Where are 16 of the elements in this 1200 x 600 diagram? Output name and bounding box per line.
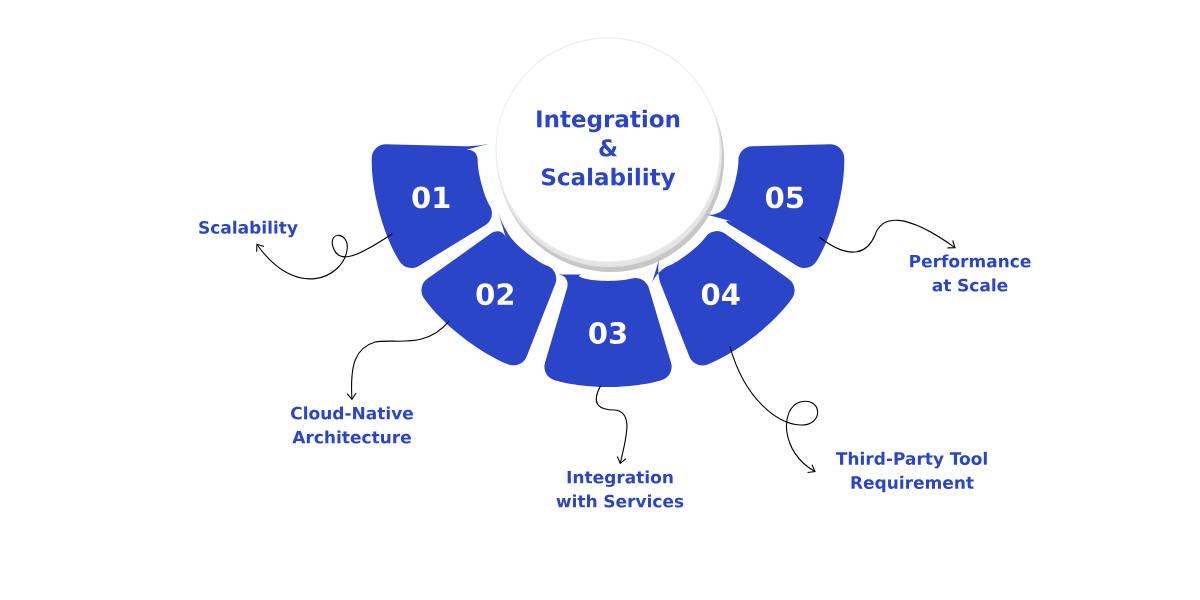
step-label: Scalability [199,220,298,238]
numbered-segment: 01 [371,142,492,269]
node-label: 02 [476,283,513,306]
numbered-segment: 02 [421,212,557,366]
step-label: Cloud-Native Architecture [291,406,413,444]
step-label: Third-Party Tool Requirement [835,451,987,493]
curved-arrow [346,320,450,401]
curved-arrow [595,385,628,465]
step-label: Performance at Scale [910,254,1031,292]
numbered-segment: 04 [651,231,795,366]
curved-arrow [729,346,819,474]
step-label: Integration with Services [556,470,684,508]
curved-arrow [256,233,393,280]
numbered-segment: 03 [544,274,672,387]
numbered-segment: 05 [705,144,845,269]
curved-arrow [819,219,956,253]
